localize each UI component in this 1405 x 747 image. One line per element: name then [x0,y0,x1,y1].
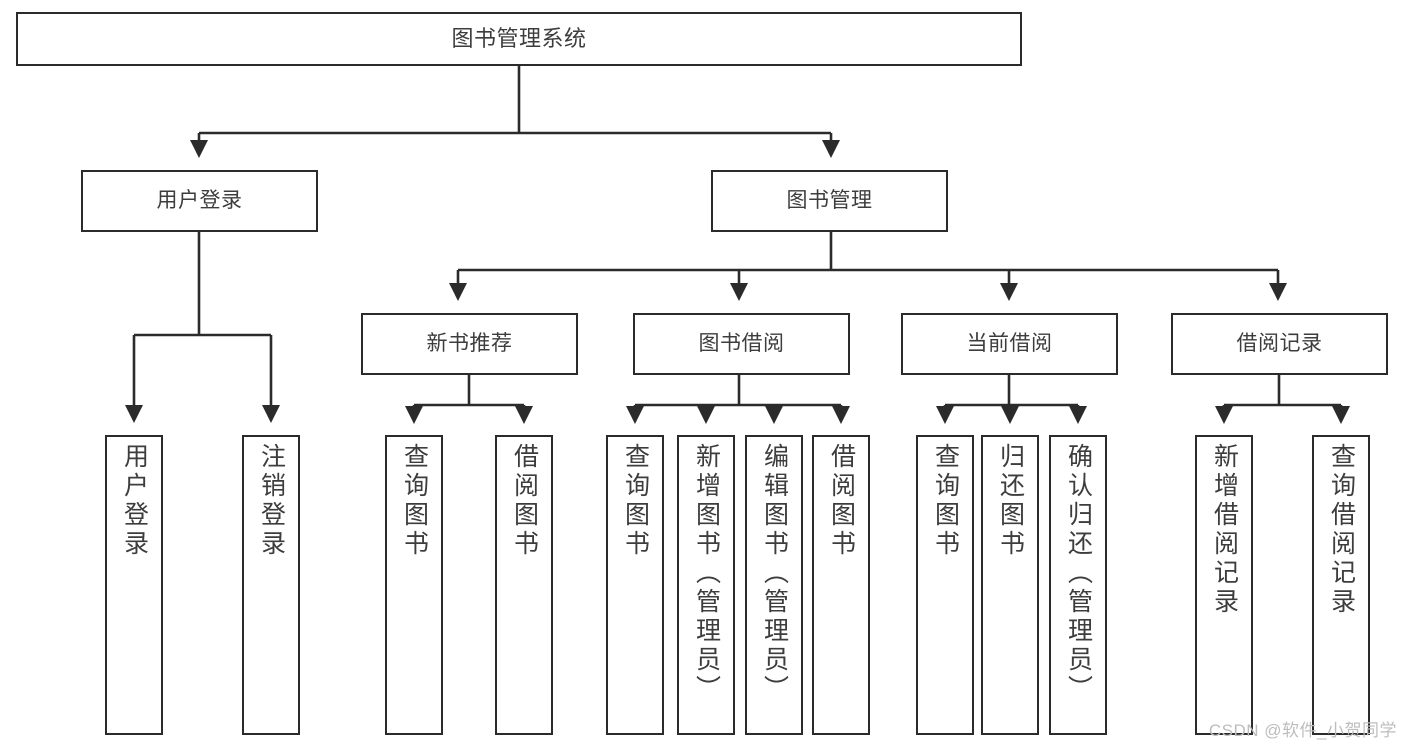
node-leaf-return-book[interactable]: 归还图书 [981,435,1039,735]
node-label: 查询图书 [621,443,650,559]
node-leaf-borrow-book-2[interactable]: 借阅图书 [812,435,870,735]
node-leaf-query-book-3[interactable]: 查询图书 [916,435,974,735]
node-label: 用户登录 [120,443,149,559]
node-label: 图书借阅 [698,331,785,355]
node-leaf-borrow-book-1[interactable]: 借阅图书 [495,435,553,735]
node-label: 借阅图书 [827,443,856,559]
node-label: 查询借阅记录 [1327,443,1356,617]
node-label: 借阅图书 [510,443,539,559]
csdn-watermark: CSDN @软件_小贺同学 [1208,721,1397,740]
node-label: 图书管理系统 [451,26,587,52]
node-label: 注销登录 [257,443,286,559]
node-label: 当前借阅 [966,331,1053,355]
node-leaf-add-book[interactable]: 新增图书（管理员） [677,435,735,735]
node-label: 借阅记录 [1236,331,1323,355]
node-label: 查询图书 [400,443,429,559]
node-leaf-confirm-return[interactable]: 确认归还（管理员） [1049,435,1107,735]
node-leaf-query-book-2[interactable]: 查询图书 [606,435,664,735]
node-leaf-edit-book[interactable]: 编辑图书（管理员） [745,435,803,735]
node-label: 新增图书（管理员） [692,443,721,704]
node-leaf-query-book-1[interactable]: 查询图书 [385,435,443,735]
node-borrow-record[interactable]: 借阅记录 [1171,313,1388,375]
node-label: 新增借阅记录 [1210,443,1239,617]
node-leaf-query-record[interactable]: 查询借阅记录 [1312,435,1370,735]
node-leaf-user-logout[interactable]: 注销登录 [242,435,300,735]
node-label: 确认归还（管理员） [1064,443,1093,704]
node-root-system[interactable]: 图书管理系统 [16,12,1022,66]
node-book-management[interactable]: 图书管理 [711,170,948,232]
node-current-borrow[interactable]: 当前借阅 [901,313,1118,375]
node-new-book-recommend[interactable]: 新书推荐 [361,313,578,375]
node-leaf-add-record[interactable]: 新增借阅记录 [1195,435,1253,735]
node-label: 编辑图书（管理员） [760,443,789,704]
node-user-login[interactable]: 用户登录 [81,170,318,232]
node-label: 归还图书 [996,443,1025,559]
node-label: 新书推荐 [426,331,513,355]
node-label: 图书管理 [786,188,873,212]
node-label: 查询图书 [931,443,960,559]
node-label: 用户登录 [156,188,243,212]
node-book-borrow[interactable]: 图书借阅 [633,313,850,375]
node-leaf-user-login[interactable]: 用户登录 [105,435,163,735]
